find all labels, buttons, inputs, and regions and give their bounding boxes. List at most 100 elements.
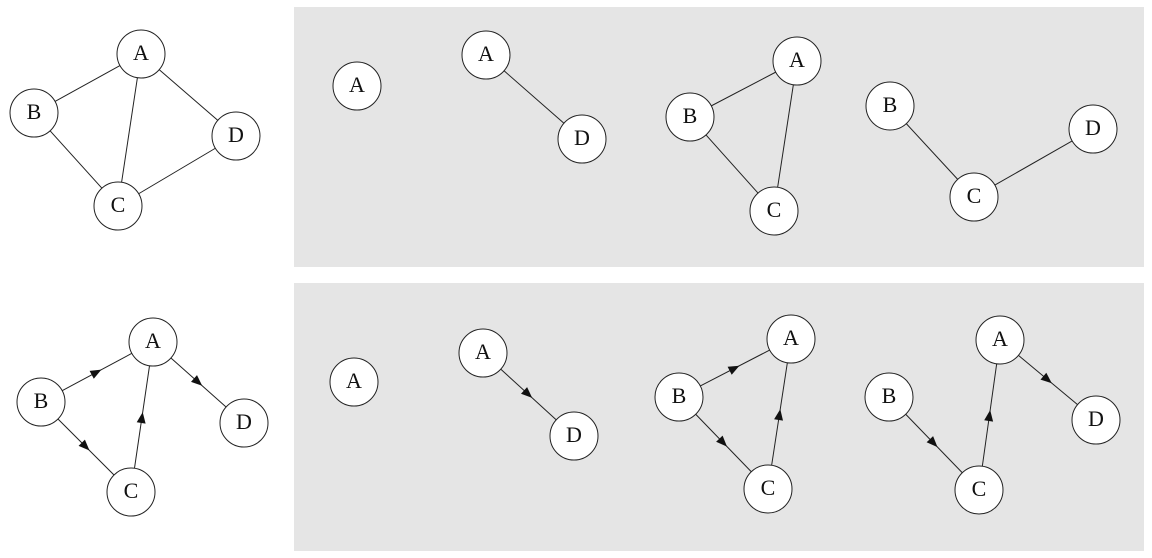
node-circle: [949, 172, 999, 222]
node-label: A: [783, 325, 799, 350]
node-B: B: [665, 92, 715, 142]
node-circle: [16, 377, 66, 427]
node-C: C: [106, 467, 156, 517]
node-label: A: [475, 339, 491, 364]
node-C: C: [93, 181, 143, 231]
node-A: A: [766, 314, 816, 364]
node-B: B: [654, 372, 704, 422]
node-B: B: [864, 372, 914, 422]
graph-directed-component-1: A: [329, 357, 379, 407]
arrowhead-B-C: [78, 439, 90, 451]
node-label: A: [133, 40, 149, 65]
node-circle: [458, 328, 508, 378]
node-D: D: [1071, 395, 1121, 445]
arrowhead-B-A: [89, 369, 102, 379]
node-B: B: [865, 81, 915, 131]
graph-directed-component-4: A B C D: [864, 315, 1121, 515]
node-circle: [9, 88, 59, 138]
node-label: D: [228, 122, 244, 147]
node-B: B: [9, 88, 59, 138]
node-D: D: [557, 114, 607, 164]
node-label: D: [1085, 115, 1101, 140]
node-D: D: [549, 411, 599, 461]
node-A: A: [332, 61, 382, 111]
node-circle: [743, 464, 793, 514]
node-label: C: [124, 478, 139, 503]
node-label: B: [683, 103, 698, 128]
graph-directed-component-2: AD: [458, 328, 599, 461]
node-circle: [654, 372, 704, 422]
edge-A-B: [711, 71, 776, 107]
node-label: C: [967, 183, 982, 208]
node-circle: [864, 372, 914, 422]
node-A: A: [458, 328, 508, 378]
node-label: B: [882, 383, 897, 408]
node-label: D: [566, 422, 582, 447]
arrowhead-C-A: [984, 410, 994, 422]
edge-A-C: [121, 77, 138, 183]
node-label: A: [992, 326, 1008, 351]
edge-B-C: [905, 123, 959, 180]
edge-C-D: [138, 147, 216, 195]
node-label: A: [145, 328, 161, 353]
edge-B-C: [49, 130, 103, 189]
edge-A-D: [503, 70, 565, 124]
node-circle: [329, 357, 379, 407]
node-label: B: [672, 383, 687, 408]
node-label: C: [972, 476, 987, 501]
node-A: A: [772, 36, 822, 86]
node-circle: [219, 398, 269, 448]
node-label: D: [574, 125, 590, 150]
node-D: D: [219, 398, 269, 448]
node-D: D: [211, 111, 261, 161]
node-B: B: [16, 377, 66, 427]
node-circle: [954, 465, 1004, 515]
node-A: A: [128, 317, 178, 367]
edge-B-C: [705, 134, 759, 194]
arrowhead-B-A: [727, 365, 740, 375]
graph-directed-full: A B C D: [16, 317, 269, 517]
node-circle: [665, 92, 715, 142]
node-A: A: [461, 30, 511, 80]
graph-undirected-component-1: A: [332, 61, 382, 111]
node-circle: [766, 314, 816, 364]
graph-undirected-component-3: A B C: [665, 36, 822, 236]
arrowhead-B-C: [926, 436, 938, 448]
edge-A-B: [54, 65, 121, 102]
node-label: B: [34, 388, 49, 413]
arrowhead-A-D: [191, 375, 203, 386]
node-label: B: [883, 92, 898, 117]
node-C: C: [949, 172, 999, 222]
arrowhead-A-D: [521, 387, 533, 398]
arrowhead-B-C: [716, 435, 727, 447]
node-label: C: [111, 192, 126, 217]
node-label: D: [1088, 406, 1104, 431]
node-label: A: [789, 47, 805, 72]
edge-C-D: [994, 140, 1073, 186]
graph-undirected-component-2: AD: [461, 30, 607, 164]
node-circle: [461, 30, 511, 80]
node-circle: [865, 81, 915, 131]
node-label: A: [346, 368, 362, 393]
node-circle: [93, 181, 143, 231]
node-C: C: [954, 465, 1004, 515]
node-C: C: [749, 186, 799, 236]
node-circle: [549, 411, 599, 461]
node-C: C: [743, 464, 793, 514]
edge-A-C: [777, 84, 794, 188]
arrowhead-C-A: [774, 409, 783, 421]
node-circle: [211, 111, 261, 161]
node-circle: [332, 61, 382, 111]
node-label: A: [349, 72, 365, 97]
node-circle: [116, 29, 166, 79]
node-circle: [557, 114, 607, 164]
graph-directed-component-3: A B C: [654, 314, 816, 514]
node-label: D: [236, 409, 252, 434]
node-A: A: [329, 357, 379, 407]
undirected-components-panel: [294, 7, 1144, 267]
node-circle: [749, 186, 799, 236]
graph-undirected-full: A B C D: [9, 29, 261, 231]
node-circle: [128, 317, 178, 367]
